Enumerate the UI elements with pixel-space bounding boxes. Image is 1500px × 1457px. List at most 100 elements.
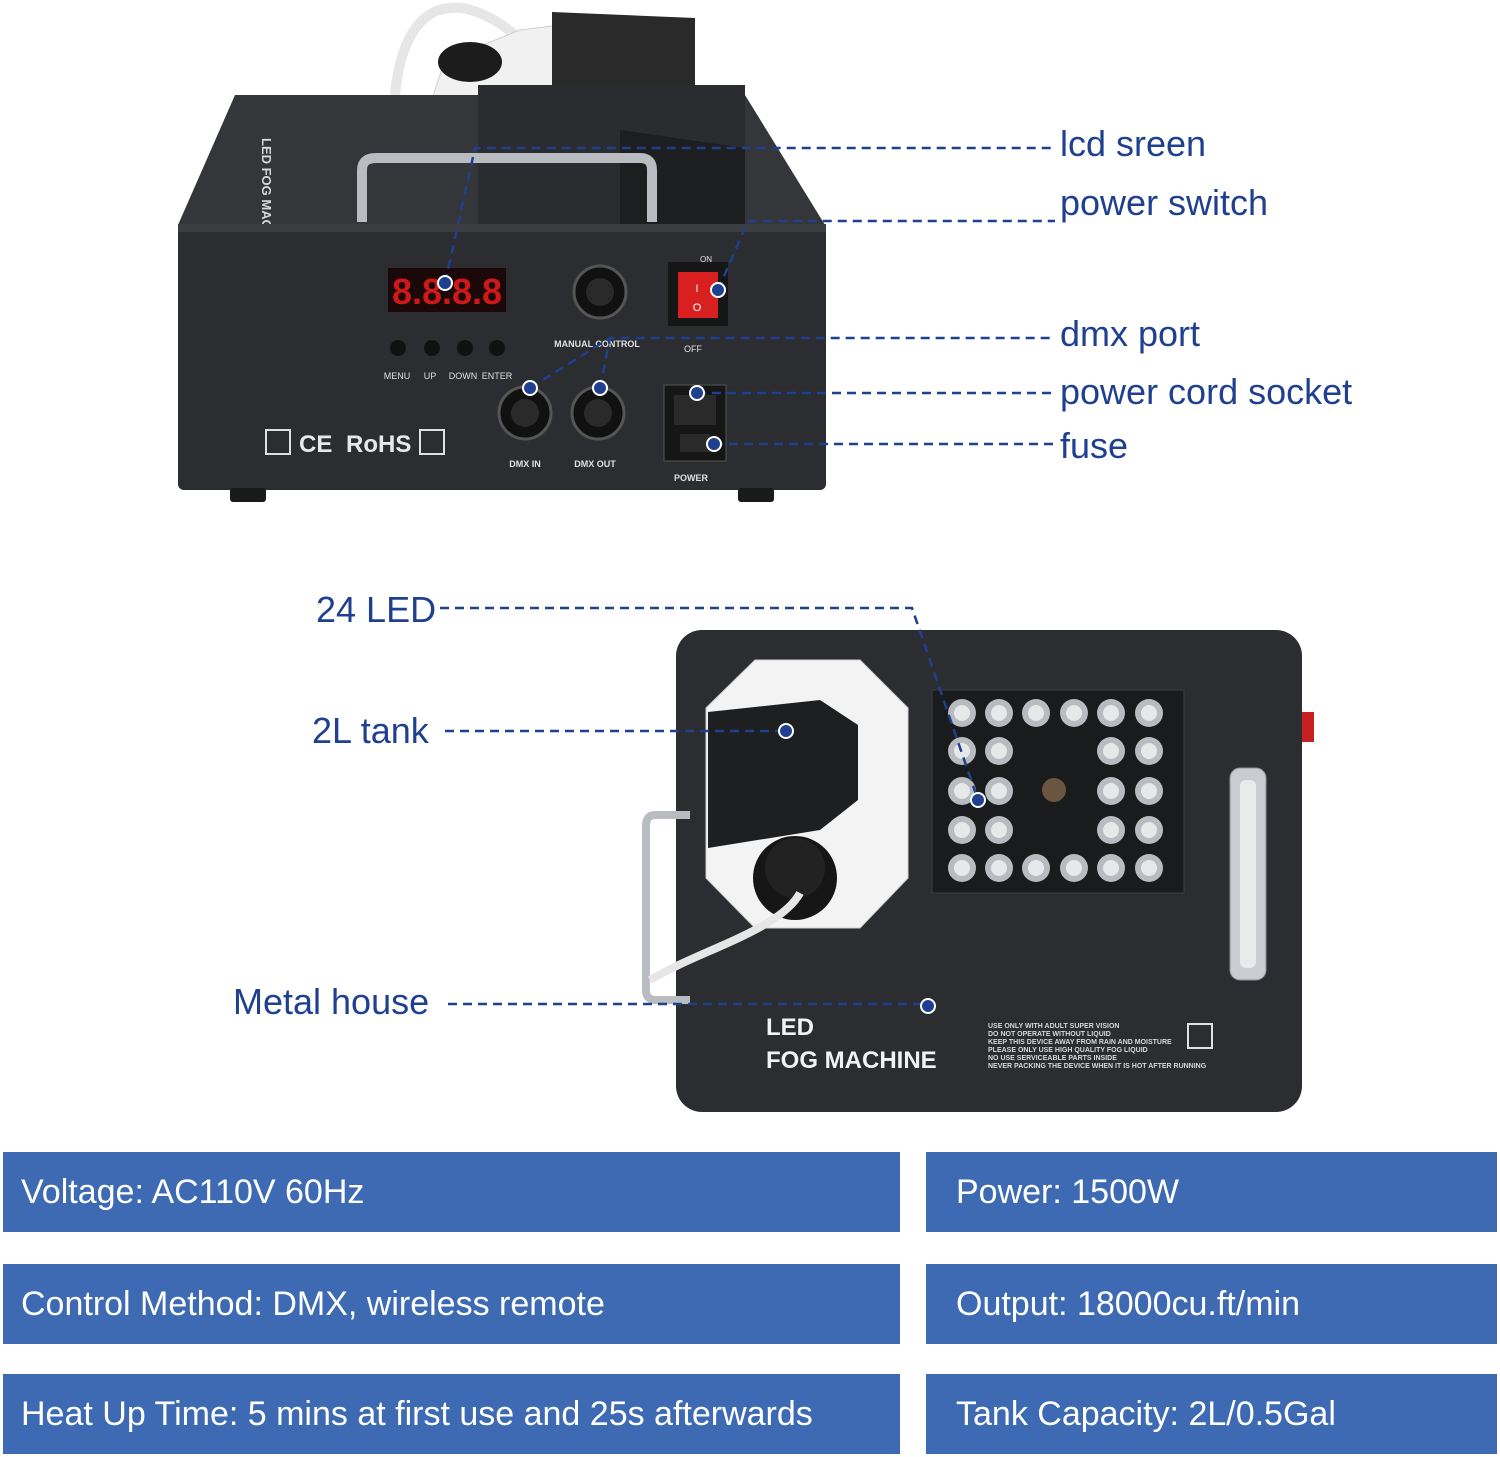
- led-lens: [991, 743, 1007, 759]
- led-lens: [991, 705, 1007, 721]
- led-lens: [1141, 822, 1157, 838]
- callout-power-switch: power switch: [1060, 182, 1269, 223]
- led-lens: [954, 822, 970, 838]
- dot-tank: [778, 723, 794, 739]
- dmx-in-label: DMX IN: [509, 459, 541, 469]
- warning-line: USE ONLY WITH ADULT SUPER VISION: [988, 1023, 1119, 1030]
- spec-power-text: Power: 1500W: [956, 1173, 1179, 1211]
- led-lens: [1028, 860, 1044, 876]
- led-lens: [954, 705, 970, 721]
- spec-output-text: Output: 18000cu.ft/min: [956, 1285, 1300, 1323]
- dot-fuse: [706, 436, 722, 452]
- dot-metal: [920, 998, 936, 1014]
- warning-line: NO USE SERVICEABLE PARTS INSIDE: [988, 1055, 1117, 1062]
- led-lens: [1028, 705, 1044, 721]
- carry-handle-top: [357, 153, 657, 222]
- spec-output: Output: 18000cu.ft/min: [926, 1264, 1497, 1344]
- led-lens: [1066, 860, 1082, 876]
- spec-heat-up: Heat Up Time: 5 mins at first use and 25…: [3, 1374, 900, 1454]
- switch-on-label: ON: [700, 255, 712, 264]
- led-lens: [1141, 860, 1157, 876]
- enter-button[interactable]: [489, 340, 505, 356]
- led-lens: [991, 783, 1007, 799]
- dmx-out-label: DMX OUT: [574, 459, 616, 469]
- up-label: UP: [424, 371, 437, 381]
- led-lens: [954, 860, 970, 876]
- dot-power-cord: [689, 385, 705, 401]
- callout-power-cord-socket: power cord socket: [1060, 371, 1353, 412]
- dot-power-switch: [710, 282, 726, 298]
- rohs-mark: RoHS: [346, 431, 411, 458]
- flammable-logo-icon: [419, 429, 445, 455]
- led-lens: [1103, 822, 1119, 838]
- sensor-eye: [1042, 778, 1066, 802]
- power-switch[interactable]: [678, 272, 718, 318]
- led-lens: [991, 860, 1007, 876]
- led-lens: [1103, 783, 1119, 799]
- ce-mark: CE: [299, 431, 332, 458]
- callout-lcd-screen: lcd sreen: [1060, 123, 1207, 164]
- spec-control-text: Control Method: DMX, wireless remote: [21, 1285, 605, 1323]
- side-handle: [642, 811, 690, 1004]
- callout-dmx-port: dmx port: [1060, 313, 1201, 354]
- leader-lcd: [443, 146, 1055, 284]
- callout-2l-tank: 2L tank: [312, 710, 429, 751]
- leader-dots: [437, 275, 986, 1014]
- front-title-line1: LED: [766, 1014, 814, 1041]
- flame-warning-icon: [1187, 1023, 1213, 1049]
- warning-line: PLEASE ONLY USE HIGH QUALITY FOG LIQUID: [988, 1047, 1148, 1054]
- callout-24-led: 24 LED: [316, 589, 437, 630]
- led-lens: [1103, 743, 1119, 759]
- front-title-line2: FOG MACHINE: [766, 1047, 937, 1074]
- led-lens: [1103, 860, 1119, 876]
- switch-off-mark: O: [693, 302, 702, 314]
- fog-nozzle-top: [552, 12, 695, 92]
- warning-line: KEEP THIS DEVICE AWAY FROM RAIN AND MOIS…: [988, 1039, 1172, 1046]
- dot-led: [970, 792, 986, 808]
- bottom-fog-machine: LED FOG MACHINE USE ONLY WITH ADULT SUPE…: [642, 630, 1314, 1112]
- menu-label: MENU: [384, 371, 411, 381]
- top-fog-machine: LED FOG MACHINE 8.8.8.8 MENU UP DOWN ENT…: [178, 2, 826, 502]
- leader-lines: [440, 146, 1055, 1006]
- dot-lcd: [437, 275, 453, 291]
- led-lens: [1103, 705, 1119, 721]
- leader-power-switch: [716, 219, 1055, 291]
- callout-fuse: fuse: [1060, 425, 1129, 466]
- spec-voltage: Voltage: AC110V 60Hz: [3, 1152, 900, 1232]
- switch-on-mark: I: [695, 283, 698, 295]
- led-lens: [1141, 743, 1157, 759]
- spec-heat-up-text: Heat Up Time: 5 mins at first use and 25…: [21, 1395, 813, 1433]
- warning-line: DO NOT OPERATE WITHOUT LIQUID: [988, 1031, 1111, 1038]
- dot-dmx-in: [522, 380, 538, 396]
- spec-control: Control Method: DMX, wireless remote: [3, 1264, 900, 1344]
- spec-voltage-text: Voltage: AC110V 60Hz: [21, 1173, 365, 1211]
- leader-dmx-out: [598, 337, 612, 389]
- warning-line: NEVER PACKING THE DEVICE WHEN IT IS HOT …: [988, 1063, 1207, 1070]
- manual-control-label: MANUAL CONTROL: [554, 339, 640, 349]
- enter-label: ENTER: [482, 371, 513, 381]
- up-button[interactable]: [424, 340, 440, 356]
- led-lens: [1066, 705, 1082, 721]
- led-lens: [954, 783, 970, 799]
- spec-power: Power: 1500W: [926, 1152, 1497, 1232]
- fuse-holder[interactable]: [680, 434, 710, 452]
- leader-led: [440, 606, 980, 801]
- tank-cap-top: [438, 42, 502, 82]
- callout-metal-house: Metal house: [233, 981, 430, 1022]
- down-label: DOWN: [449, 371, 478, 381]
- rear-panel: [178, 224, 826, 490]
- menu-button[interactable]: [390, 340, 406, 356]
- led-lens: [991, 822, 1007, 838]
- spec-tank: Tank Capacity: 2L/0.5Gal: [926, 1374, 1497, 1454]
- led-lens: [1141, 705, 1157, 721]
- warning-text-block: USE ONLY WITH ADULT SUPER VISION DO NOT …: [988, 1023, 1207, 1070]
- spec-tank-text: Tank Capacity: 2L/0.5Gal: [956, 1395, 1336, 1433]
- down-button[interactable]: [457, 340, 473, 356]
- dot-dmx-out: [592, 380, 608, 396]
- switch-off-label: OFF: [684, 344, 702, 354]
- house-logo-icon: [265, 429, 291, 455]
- led-lens: [1141, 783, 1157, 799]
- power-label: POWER: [674, 473, 709, 483]
- led-array: [948, 699, 1163, 882]
